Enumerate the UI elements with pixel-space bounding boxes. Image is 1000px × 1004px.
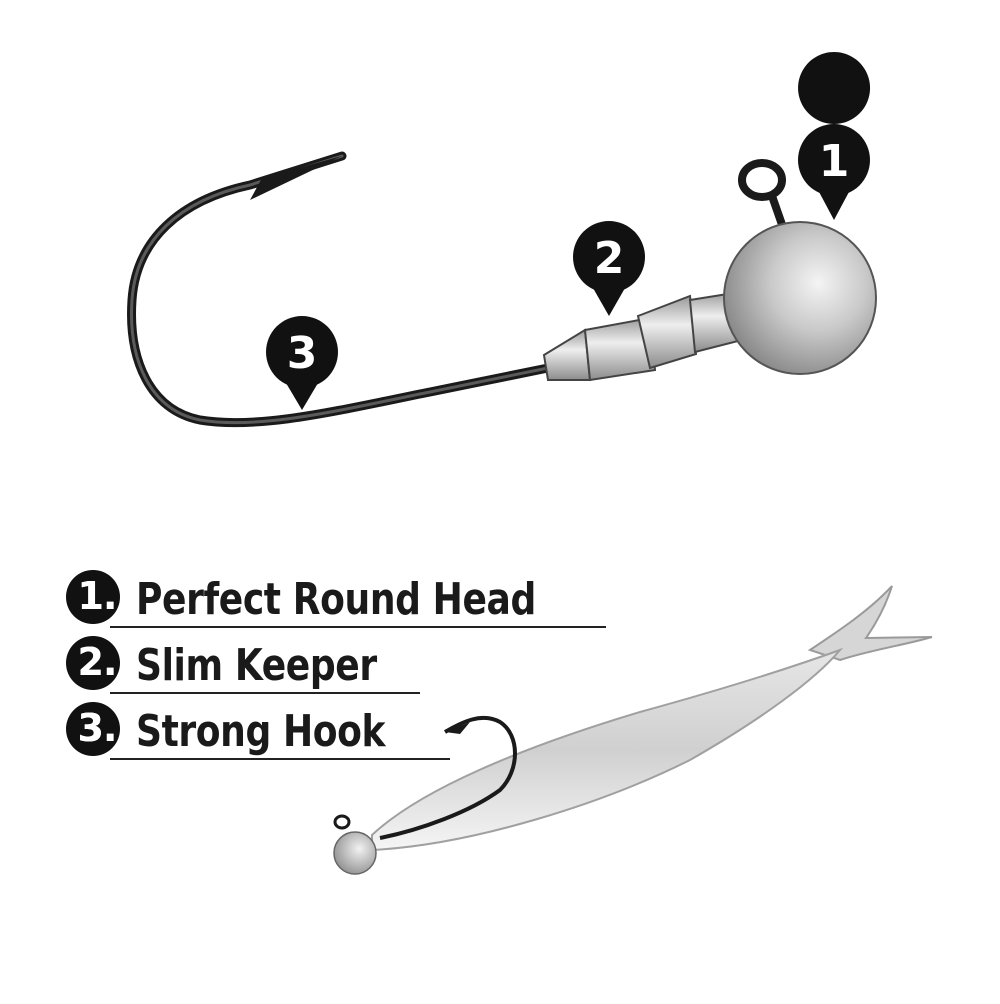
callout-3: 3 (266, 316, 338, 410)
feature-label: Strong Hook (136, 706, 386, 757)
feature-badge (66, 570, 120, 624)
feature-badge (66, 702, 120, 756)
feature-label: Slim Keeper (136, 640, 377, 691)
collar (542, 328, 592, 381)
bait-hook-icon (379, 715, 517, 840)
feature-item-3: 3. Strong Hook (66, 702, 456, 762)
underline (110, 692, 420, 694)
callout-3-number: 3 (287, 328, 318, 379)
feature-badge (66, 636, 120, 690)
feature-item-1: 1. Perfect Round Head (66, 570, 606, 630)
feature-number: 1. (77, 574, 118, 618)
callout-2-number: 2 (594, 233, 625, 284)
bait-body-icon (371, 647, 844, 852)
round-head-icon (723, 221, 877, 375)
bait-jig-head-icon (333, 831, 377, 875)
underline (110, 626, 606, 628)
bait-tail-icon (807, 585, 933, 662)
feature-number: 2. (77, 640, 118, 684)
hook-icon (127, 151, 553, 428)
bait-line-eye-icon (333, 814, 351, 830)
slim-keeper-icon (583, 290, 744, 382)
main-jig-head (127, 151, 877, 428)
callout-2: 2 (573, 221, 645, 316)
hook-barb-icon (250, 156, 342, 200)
feature-label: Perfect Round Head (136, 574, 536, 625)
rigged-bait (333, 585, 933, 875)
underline (110, 758, 450, 760)
callout-1-number: 1 (819, 136, 850, 187)
hook-inner-highlight (130, 154, 550, 425)
callout-1: 1 (798, 52, 871, 220)
feature-number: 3. (77, 706, 118, 750)
feature-item-2: 2. Slim Keeper (66, 636, 426, 696)
